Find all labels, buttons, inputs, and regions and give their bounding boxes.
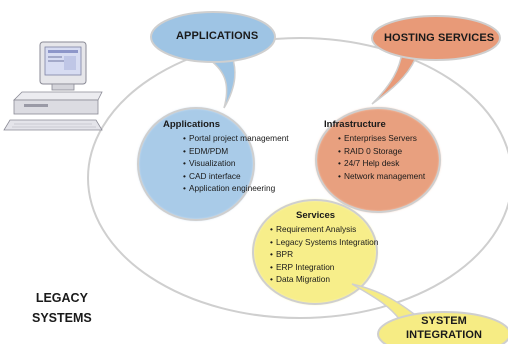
list-item: EDM/PDM bbox=[183, 145, 289, 158]
list-item: Requirement Analysis bbox=[270, 223, 378, 236]
infrastructure-list: Enterprises Servers RAID 0 Storage 24/7 … bbox=[338, 132, 425, 182]
hosting-callout-bubble bbox=[371, 51, 420, 105]
applications-list: Portal project management EDM/PDM Visual… bbox=[183, 132, 289, 195]
list-item: BPR bbox=[270, 248, 378, 261]
list-item: Legacy Systems Integration bbox=[270, 236, 378, 249]
legacy-systems-label: LEGACY SYSTEMS bbox=[32, 291, 92, 325]
applications-callout-bubble bbox=[208, 55, 236, 109]
integration-callout-bubble bbox=[351, 283, 416, 321]
services-list: Requirement Analysis Legacy Systems Inte… bbox=[270, 223, 378, 286]
infrastructure-cluster: Infrastructure Enterprises Servers RAID … bbox=[324, 119, 425, 182]
list-item: Enterprises Servers bbox=[338, 132, 425, 145]
list-item: 24/7 Help desk bbox=[338, 157, 425, 170]
hosting-services-callout-label: HOSTING SERVICES bbox=[384, 32, 495, 44]
list-item: RAID 0 Storage bbox=[338, 145, 425, 158]
system-integration-callout-label: SYSTEM INTEGRATION bbox=[406, 315, 483, 341]
desktop-computer-icon bbox=[3, 41, 103, 131]
list-item: ERP Integration bbox=[270, 261, 378, 274]
services-cluster: Services Requirement Analysis Legacy Sys… bbox=[266, 210, 378, 286]
services-cluster-title: Services bbox=[296, 210, 336, 221]
outer-ellipse bbox=[87, 37, 508, 319]
list-item: Data Migration bbox=[270, 273, 378, 286]
applications-cluster: Applications Portal project management E… bbox=[163, 119, 289, 195]
list-item: Portal project management bbox=[183, 132, 289, 145]
infrastructure-cluster-title: Infrastructure bbox=[324, 119, 386, 130]
list-item: Network management bbox=[338, 170, 425, 183]
list-item: Application engineering bbox=[183, 182, 289, 195]
list-item: Visualization bbox=[183, 157, 289, 170]
list-item: CAD interface bbox=[183, 170, 289, 183]
applications-cluster-title: Applications bbox=[163, 119, 221, 130]
applications-callout-label: APPLICATIONS bbox=[176, 30, 259, 42]
